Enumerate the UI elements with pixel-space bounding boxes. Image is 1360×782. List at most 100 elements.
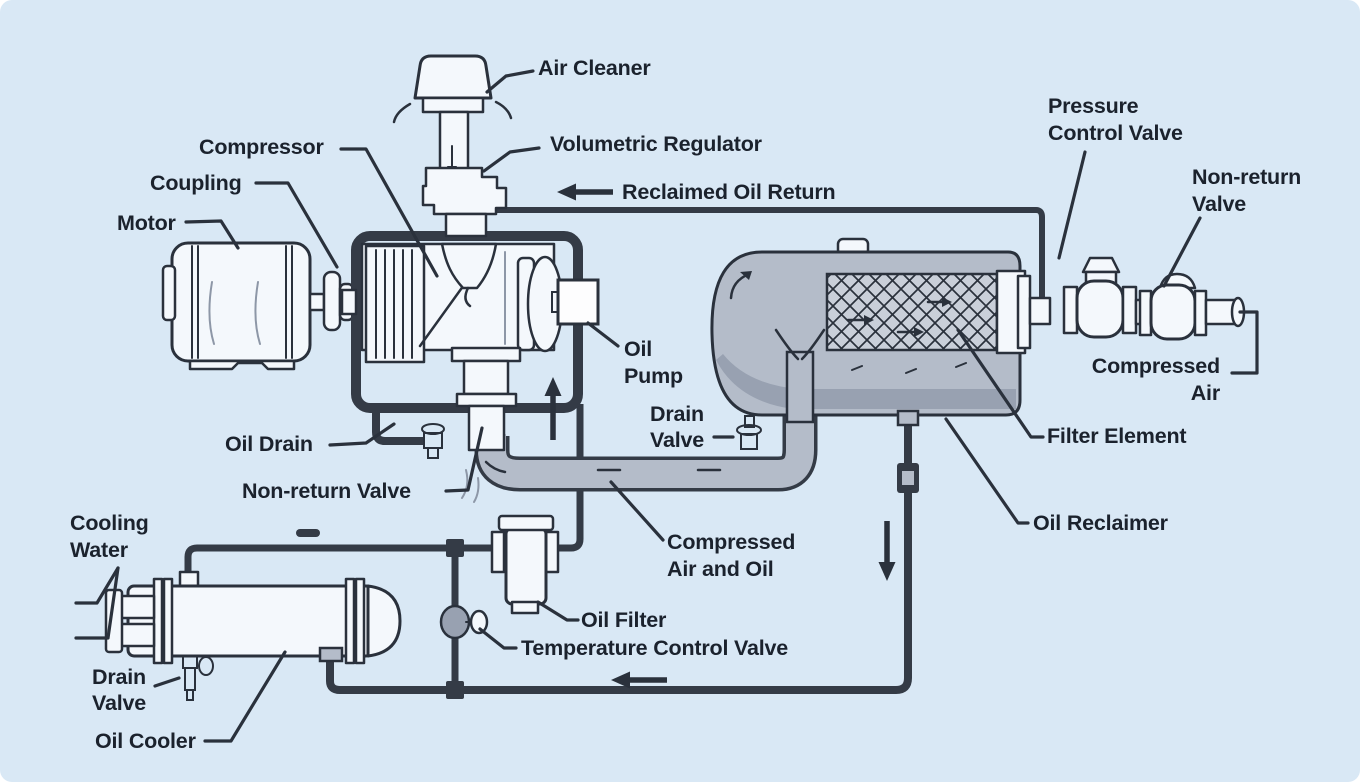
pipe-tee-lower <box>446 681 464 699</box>
reclaimer-splash <box>774 328 826 361</box>
label-oil-cooler: Oil Cooler <box>95 650 287 753</box>
label-text-oil-drain: Oil Drain <box>225 432 313 456</box>
leader-line <box>944 417 1030 525</box>
filter-flow-ticks <box>846 300 946 334</box>
compressor-inlet-funnel <box>440 242 498 290</box>
leader-line <box>956 328 1045 439</box>
pressure-control-valve <box>1062 256 1138 339</box>
leader-line <box>254 181 339 269</box>
pipe-flow-tick <box>484 460 507 474</box>
pipe-tee-upper <box>446 539 464 557</box>
compressed-air-oil-pipe <box>461 348 818 503</box>
cooler-bottom-nozzle <box>318 646 344 663</box>
label-oil-reclaimer: Oil Reclaimer <box>944 417 1169 535</box>
reclaimer-bottom-ticks <box>851 362 967 374</box>
leader-line <box>74 566 120 640</box>
reclaimer-swirl-head <box>740 271 752 280</box>
tank-outlet-stub <box>1028 296 1052 326</box>
oil-cooler-drain-valve <box>182 655 214 701</box>
oil-return-arrow <box>611 671 667 689</box>
regulator-body <box>421 166 508 216</box>
leader-line <box>482 146 541 173</box>
motor-feet <box>188 359 296 371</box>
label-text-non-return-valve-left: Non-return Valve <box>242 479 411 503</box>
label-text-reclaimed-oil-return: Reclaimed Oil Return <box>622 180 835 204</box>
label-text-motor: Motor <box>117 211 177 235</box>
leader-line <box>184 219 240 250</box>
reclaimed-oil-return-arrow <box>557 183 613 201</box>
outlet-valve-train <box>1016 256 1246 350</box>
pipe-vent-stub <box>296 529 320 537</box>
compressor-input-boss <box>340 288 358 316</box>
leader-line <box>203 650 287 743</box>
label-temperature-control-valve: Temperature Control Valve <box>478 627 788 660</box>
label-text-coupling: Coupling <box>150 171 242 195</box>
label-text-temperature-control-valve: Temperature Control Valve <box>521 636 788 660</box>
label-coupling: Coupling <box>150 171 339 269</box>
compressor-non-return-valve <box>450 346 522 452</box>
label-air-cleaner: Air Cleaner <box>485 56 652 94</box>
label-text-oil-filter: Oil Filter <box>581 608 667 632</box>
filter-element <box>825 269 1027 355</box>
label-text-compressor: Compressor <box>199 135 324 159</box>
arrow-head <box>878 562 896 581</box>
leader-line <box>328 422 396 447</box>
motor-lug <box>161 264 177 322</box>
oil-pump <box>556 278 600 326</box>
reclaimer-bottom-outlet <box>896 409 920 427</box>
oil-return-bottom-pipe <box>326 422 912 694</box>
leader-line <box>485 69 535 94</box>
label-motor: Motor <box>117 211 240 250</box>
compressor-discharge-arrow <box>544 377 562 440</box>
reclaimed-oil-return-pipe <box>484 207 1045 322</box>
leader-line <box>1162 216 1202 288</box>
air-cleaner <box>392 54 513 124</box>
label-text-oil-cooler: Oil Cooler <box>95 729 197 753</box>
leader-line <box>609 480 665 542</box>
leader-line <box>1230 310 1259 375</box>
label-text-air-cleaner: Air Cleaner <box>538 56 651 80</box>
cooling-water-nozzles <box>104 588 156 654</box>
oil-reclaimer <box>710 237 1027 450</box>
leader-line <box>444 426 484 493</box>
temperature-control-valve <box>439 604 489 640</box>
volumetric-regulator <box>421 110 508 238</box>
label-text-filter-element: Filter Element <box>1047 424 1186 448</box>
arrow-head <box>557 183 576 201</box>
leader-line <box>478 627 518 650</box>
filter-flow-heads <box>864 297 952 337</box>
compressor <box>340 231 600 459</box>
reclaimer-outlet-arrow <box>878 521 896 581</box>
down-pipe-union-body <box>902 471 914 485</box>
leader-line <box>536 600 580 622</box>
motor-shaft <box>308 292 326 312</box>
label-text-oil-reclaimer: Oil Reclaimer <box>1033 511 1169 535</box>
arrow-head <box>611 671 630 689</box>
regulator-outlet <box>444 212 488 238</box>
oil-supply-pipe <box>184 404 584 596</box>
compressor-drain-pipe <box>372 404 424 445</box>
reclaimer-drain-valve <box>736 415 762 450</box>
leader-line <box>153 676 181 688</box>
label-filter-element: Filter Element <box>956 328 1187 448</box>
flow-arrows-layer <box>544 183 896 689</box>
oil-cooler <box>104 570 402 701</box>
leader-line <box>1057 150 1087 260</box>
